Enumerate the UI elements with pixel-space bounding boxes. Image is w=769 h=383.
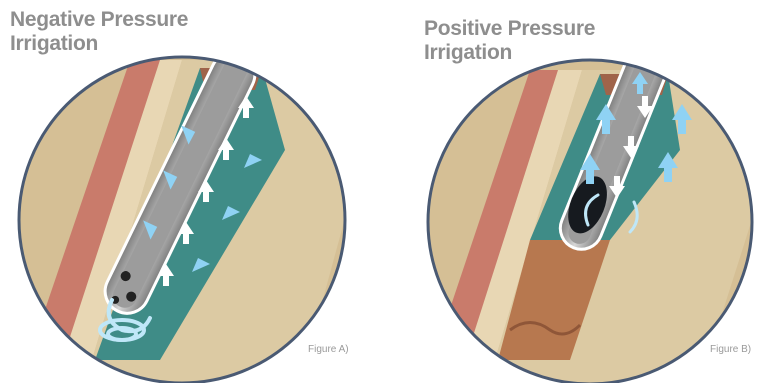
panel-positive-pressure: Positive Pressure Irrigation — [410, 0, 769, 383]
positive-pressure-illustration — [410, 0, 769, 383]
negative-pressure-illustration — [0, 0, 384, 383]
panel-a-figure-label: Figure A) — [308, 344, 349, 355]
panel-negative-pressure: Negative Pressure Irrigation — [0, 0, 384, 383]
panel-b-figure-label: Figure B) — [710, 344, 751, 355]
